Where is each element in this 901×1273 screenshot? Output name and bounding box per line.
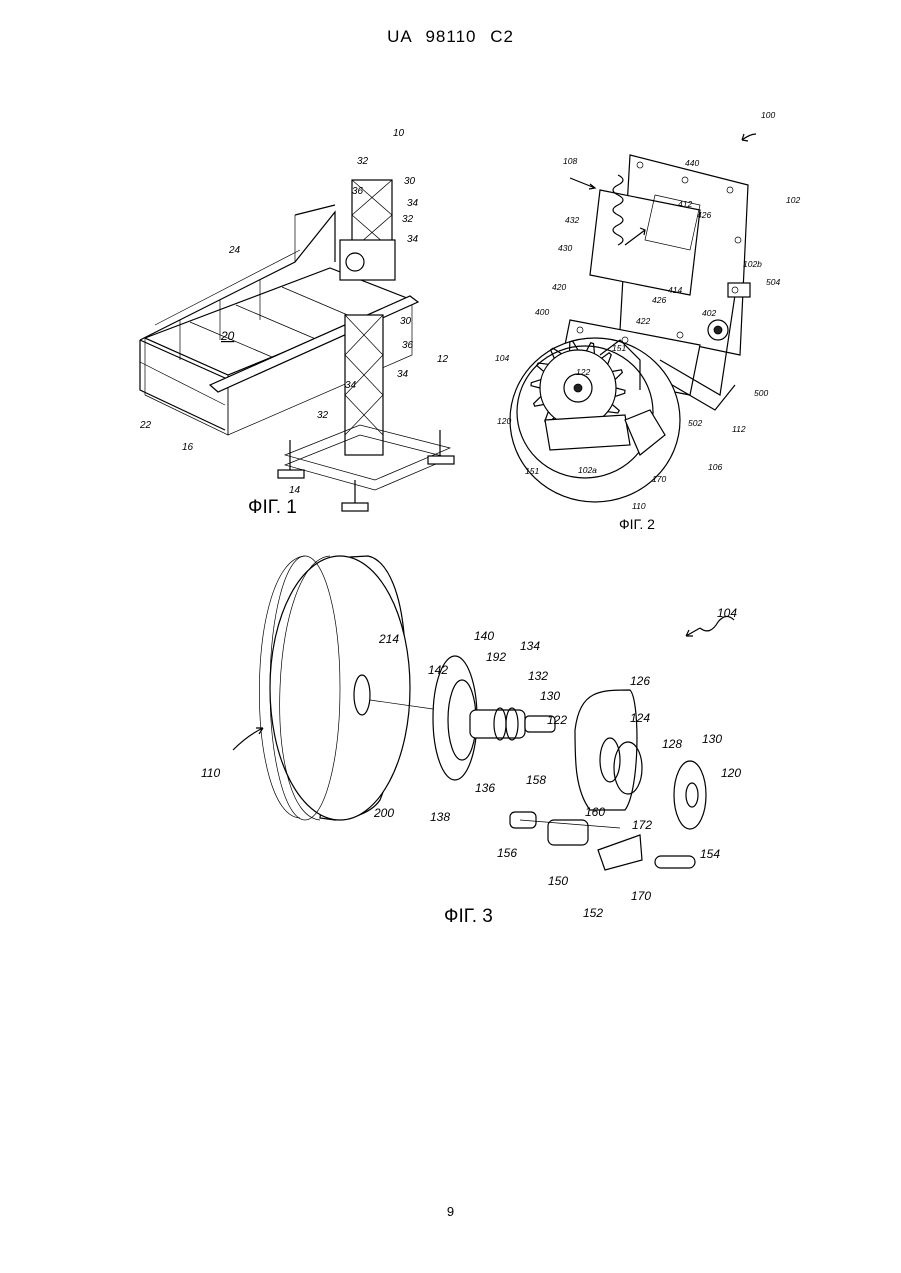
fig3-label: 152 xyxy=(583,906,603,920)
fig2-label: 402 xyxy=(702,308,716,318)
fig2-label: 100 xyxy=(761,110,775,120)
fig3-label: 214 xyxy=(378,632,399,646)
fig2-label: 102b xyxy=(743,259,762,269)
fig1-label: 34 xyxy=(407,234,419,245)
fig3-label: 138 xyxy=(430,810,450,824)
fig1-label: 24 xyxy=(228,245,241,256)
fig3-label: 130 xyxy=(702,732,722,746)
fig1-label: 16 xyxy=(182,442,194,453)
fig2-label: 106 xyxy=(708,462,722,472)
fig3-label: 130 xyxy=(540,689,560,703)
fig3-label: 156 xyxy=(497,846,517,860)
fig1-label: 20 xyxy=(220,329,235,343)
fig3-label: 132 xyxy=(528,669,548,683)
fig1-label: 30 xyxy=(400,316,412,327)
fig2-label: 120 xyxy=(497,416,511,426)
fig2-label: 502 xyxy=(688,418,702,428)
fig2-label: 504 xyxy=(766,277,780,287)
fig3-label: 122 xyxy=(547,713,567,727)
fig1-label: 32 xyxy=(402,214,414,225)
fig3-label: 158 xyxy=(526,773,546,787)
fig3-label: 142 xyxy=(428,663,448,677)
fig3-label: 126 xyxy=(630,674,650,688)
fig3-label: 154 xyxy=(700,847,720,861)
fig3-label: 128 xyxy=(662,737,682,751)
fig1-label: 34 xyxy=(345,380,357,391)
fig2-label: 151 xyxy=(612,343,626,353)
fig3-label: 150 xyxy=(548,874,568,888)
fig3-label: 136 xyxy=(475,781,495,795)
fig1-label: 22 xyxy=(139,420,152,431)
fig1-label: 32 xyxy=(357,156,369,167)
fig2-label: 426 xyxy=(652,295,666,305)
fig1-caption: ФІГ. 1 xyxy=(248,497,297,518)
fig3-label: 110 xyxy=(201,766,220,780)
fig3-drawing: 104 140 214 142 192 134 132 130 126 122 … xyxy=(201,556,741,927)
fig3-label: 140 xyxy=(474,629,494,643)
fig2-label: 104 xyxy=(495,353,509,363)
fig3-label: 192 xyxy=(486,650,506,664)
fig2-label: 151 xyxy=(525,466,539,476)
fig1-label: 36 xyxy=(402,340,414,351)
fig1-label: 30 xyxy=(404,176,416,187)
fig3-label: 120 xyxy=(721,766,741,780)
fig2-label: 108 xyxy=(563,156,577,166)
fig2-label: 426 xyxy=(697,210,711,220)
fig2-label: 102a xyxy=(578,465,597,475)
fig1-label: 32 xyxy=(317,410,329,421)
fig3-label: 160 xyxy=(585,805,605,819)
mast xyxy=(340,180,395,455)
fig2-label: 112 xyxy=(732,424,746,434)
fig2-label: 432 xyxy=(565,215,579,225)
fig1-label: 10 xyxy=(393,128,405,139)
page-number: 9 xyxy=(0,1204,901,1219)
wheel-disc xyxy=(259,556,410,820)
fig1-label: 12 xyxy=(437,354,449,365)
fig3-caption: ФІГ. 3 xyxy=(444,906,493,927)
fig1-label: 34 xyxy=(397,369,409,380)
fig1-label: 36 xyxy=(352,186,364,197)
fig3-label: 104 xyxy=(717,606,737,620)
fig2-label: 430 xyxy=(558,243,572,253)
fig3-label: 124 xyxy=(630,711,650,725)
fig2-caption: ФІГ. 2 xyxy=(619,516,655,532)
fig2-label: 440 xyxy=(685,158,699,168)
fig2-label: 422 xyxy=(636,316,650,326)
fig2-label: 122 xyxy=(576,367,590,377)
fig3-label: 170 xyxy=(631,889,651,903)
fig2-label: 110 xyxy=(632,501,646,511)
fig2-label: 420 xyxy=(552,282,566,292)
fig1-label: 34 xyxy=(407,198,419,209)
fig2-drawing: 100 108 440 412 426 102 432 430 102b 504… xyxy=(495,110,800,532)
fig1-drawing: 10 32 30 36 34 32 34 24 30 20 36 12 34 3… xyxy=(139,128,454,518)
fig2-label: 400 xyxy=(535,307,549,317)
fig1-label: 14 xyxy=(289,485,301,496)
fig3-label: 200 xyxy=(373,806,394,820)
fig2-label: 412 xyxy=(678,199,692,209)
fig2-label: 500 xyxy=(754,388,768,398)
fig2-label: 414 xyxy=(668,285,682,295)
fig3-label: 172 xyxy=(632,818,652,832)
fig2-label: 102 xyxy=(786,195,800,205)
fig3-label: 134 xyxy=(520,639,540,653)
fig2-label: 170 xyxy=(652,474,666,484)
